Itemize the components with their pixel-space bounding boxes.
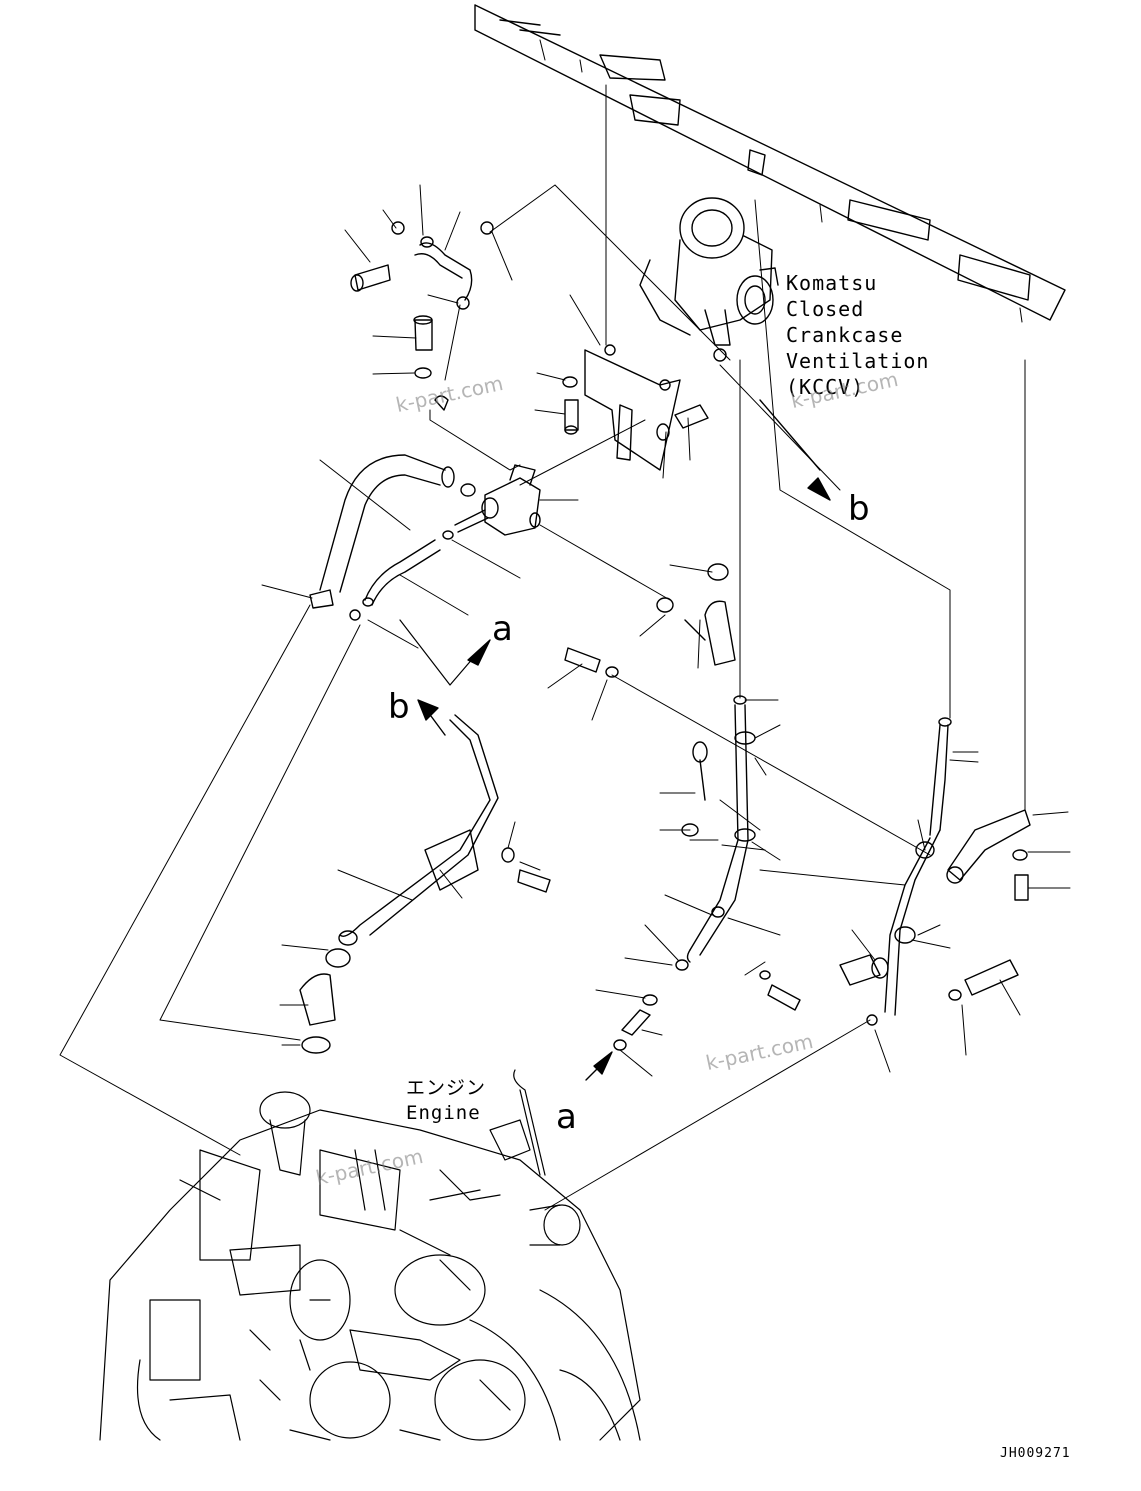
kccv-label: Komatsu Closed Crankcase Ventilation (KC… bbox=[786, 270, 929, 400]
ref-label-a-middle: a bbox=[556, 1097, 577, 1137]
lower-left-pipe bbox=[299, 714, 551, 1054]
ref-label-a-engine: a bbox=[492, 609, 513, 649]
valve-block bbox=[454, 464, 541, 536]
ref-label-b-upper: b bbox=[848, 489, 870, 529]
middle-hose bbox=[564, 563, 736, 678]
engine-block bbox=[99, 1069, 641, 1441]
mounting-bracket bbox=[562, 344, 709, 471]
upper-tube-assembly bbox=[350, 221, 494, 411]
frame-rail bbox=[474, 4, 1066, 323]
kccv-label-line3: Crankcase bbox=[786, 323, 904, 347]
kccv-label-line4: Ventilation bbox=[786, 349, 930, 373]
ref-label-b-left: b bbox=[388, 687, 410, 727]
engine-label-jp: エンジン bbox=[406, 1077, 487, 1099]
leader-lines bbox=[261, 184, 1071, 1077]
right-pipe-assembly bbox=[839, 717, 1031, 1026]
breather-hose-left bbox=[309, 454, 476, 609]
engine-label-en: Engine bbox=[406, 1102, 481, 1124]
kccv-label-line1: Komatsu bbox=[786, 271, 878, 295]
breather-hose-short bbox=[349, 530, 454, 621]
engine-label: エンジン Engine bbox=[406, 1076, 486, 1126]
drawing-code: JH009271 bbox=[1000, 1446, 1071, 1461]
middle-vertical-pipe bbox=[613, 695, 801, 1051]
kccv-label-line5: (KCCV) bbox=[786, 375, 865, 399]
reference-arrows bbox=[399, 399, 831, 1081]
kccv-label-line2: Closed bbox=[786, 297, 865, 321]
connection-lines bbox=[59, 84, 1026, 1211]
kccv-unit bbox=[639, 197, 779, 362]
